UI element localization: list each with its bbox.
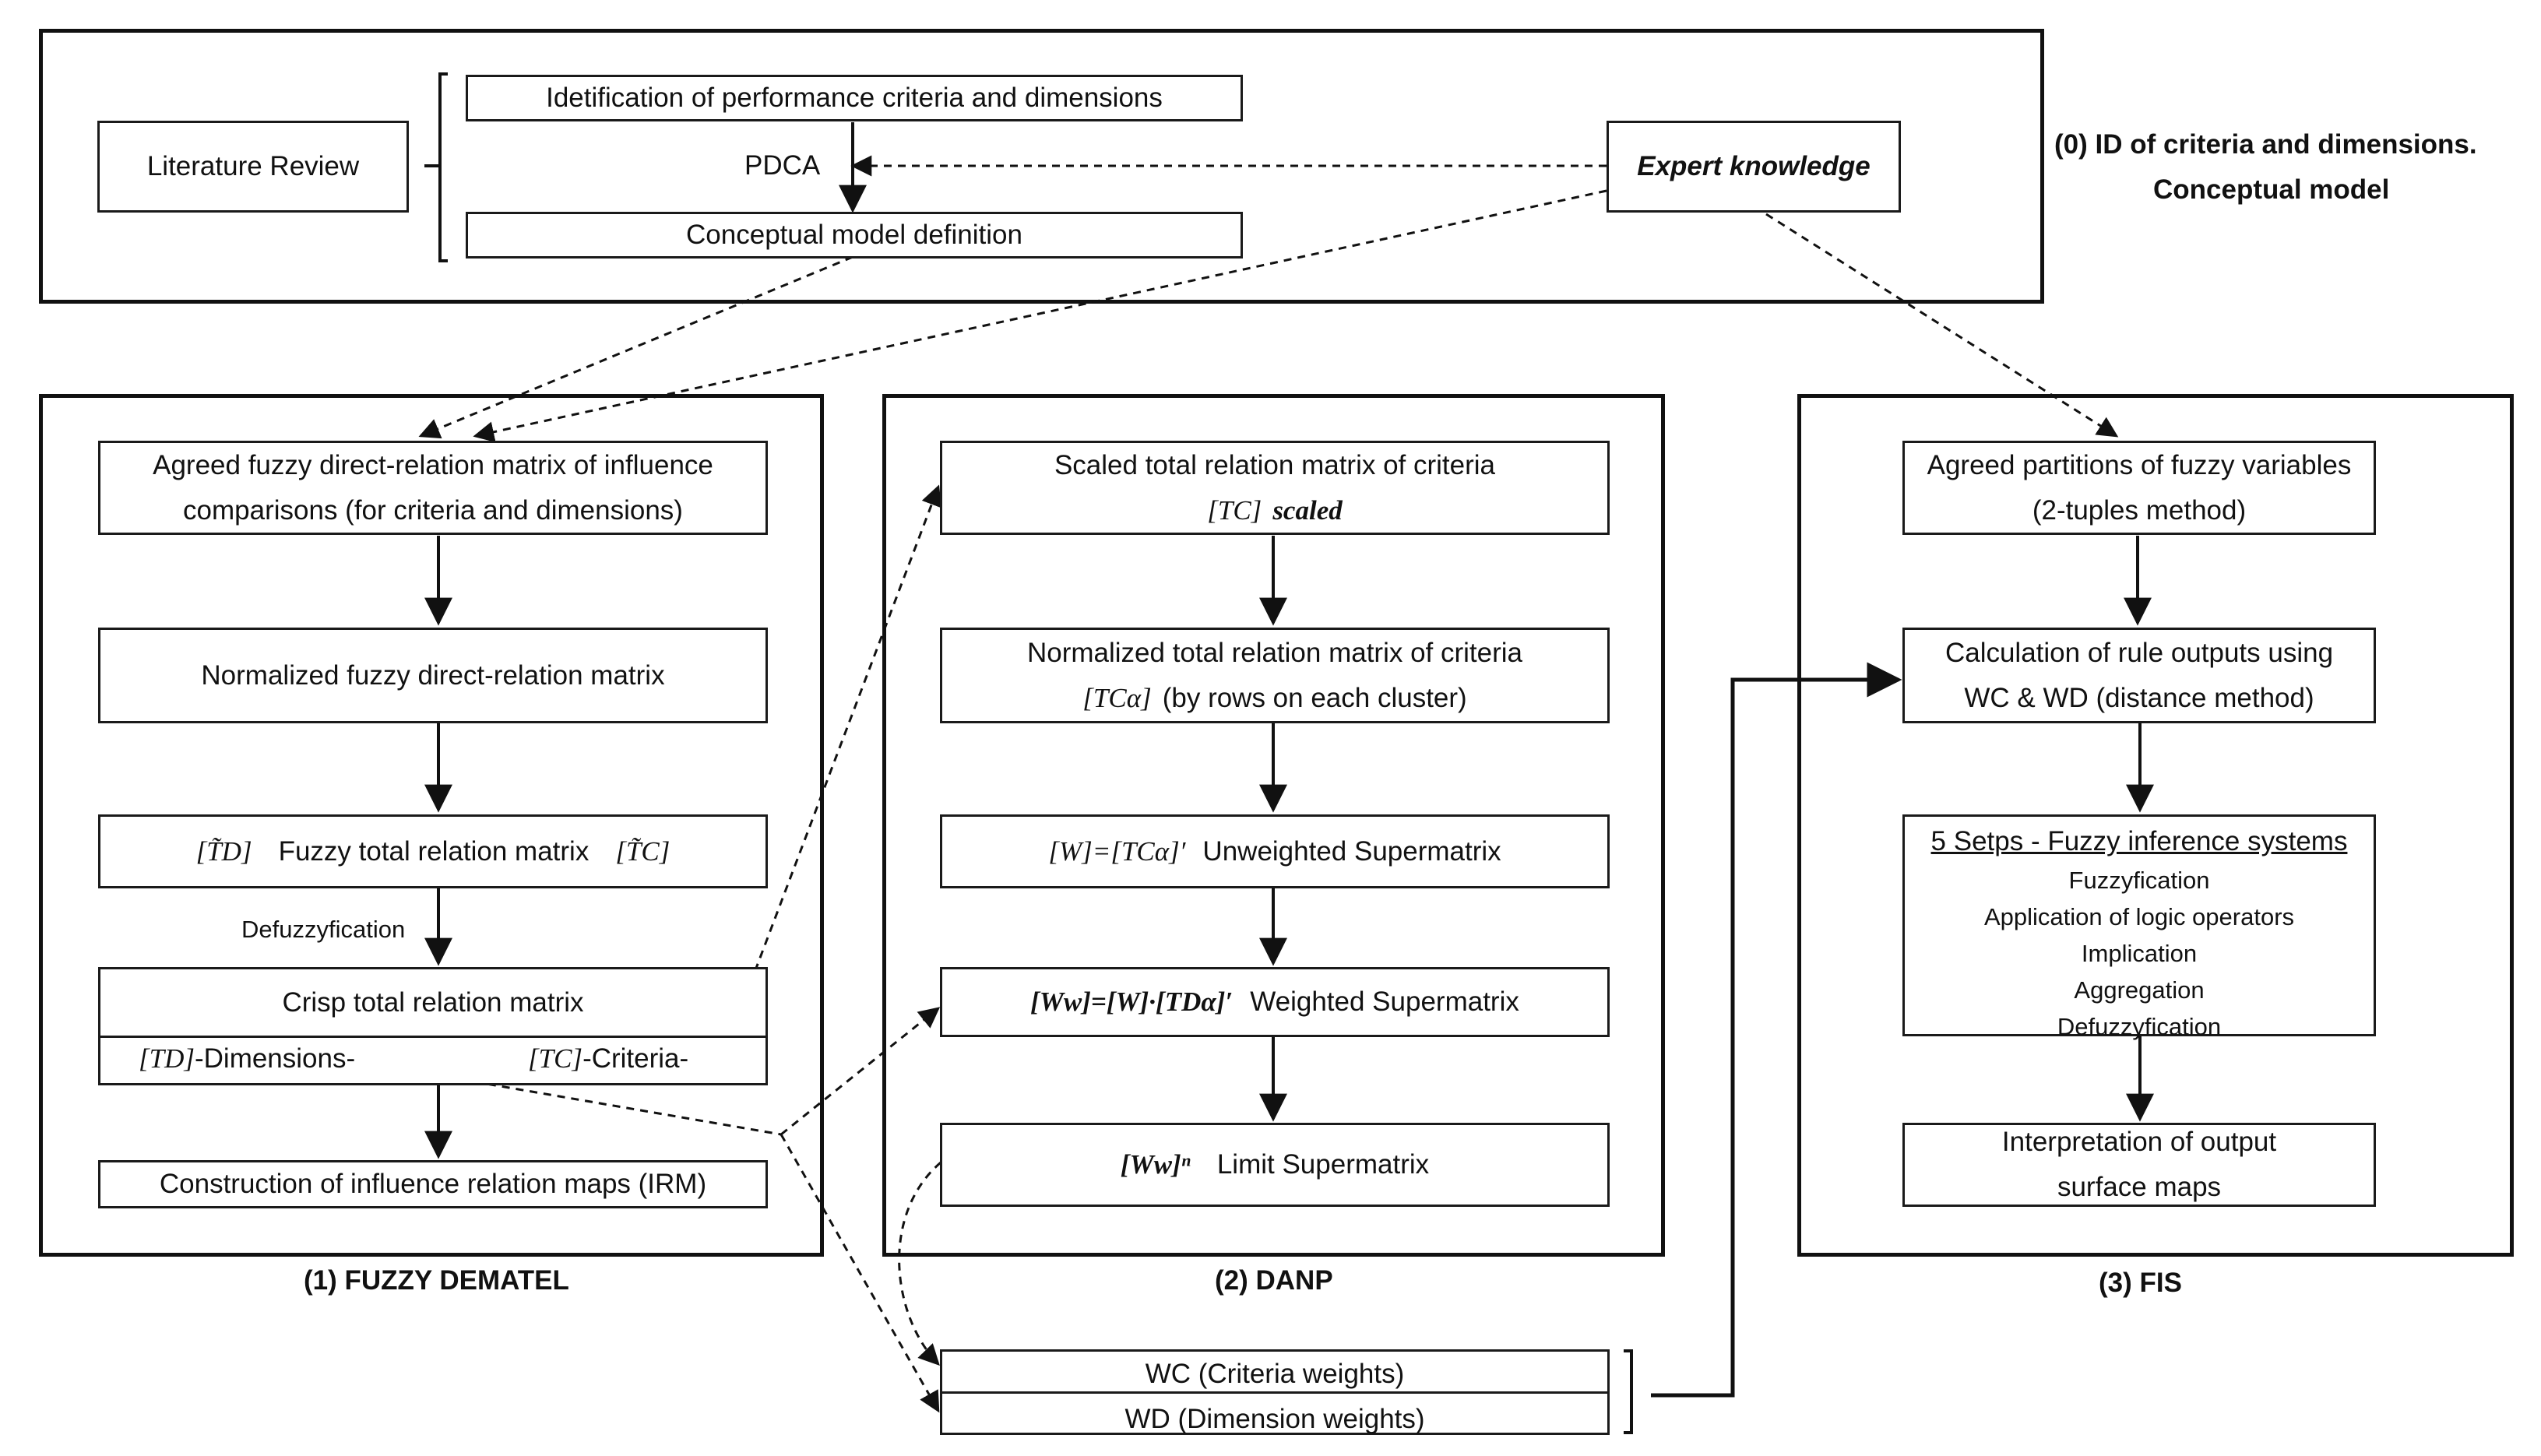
agreed-fuzzy-line2: comparisons (for criteria and dimensions… bbox=[183, 494, 683, 526]
limit-formula: [Ww]ⁿ bbox=[1120, 1149, 1191, 1180]
wd-label: WD (Dimension weights) bbox=[1124, 1404, 1425, 1434]
pdca-label: PDCA bbox=[744, 150, 821, 181]
weighted-box: [Ww]=[W]·[TDα]′ Weighted Supermatrix bbox=[940, 967, 1610, 1037]
identification-box: Idetification of performance criteria an… bbox=[466, 75, 1243, 121]
interpretation-line2: surface maps bbox=[2057, 1172, 2222, 1202]
normalized-total-symbol: [TCα] bbox=[1082, 682, 1152, 713]
arrow-tc-to-scaled bbox=[719, 484, 942, 1064]
tc-criteria-label: [TC]-Criteria- bbox=[528, 1043, 688, 1074]
fuzzy-total-td-symbol: [T̃D] bbox=[195, 835, 252, 867]
fis-steps-box: 5 Setps - Fuzzy inference systems Fuzzyf… bbox=[1902, 814, 2376, 1040]
stage0-caption-line1: (0) ID of criteria and dimensions. bbox=[2054, 129, 2477, 160]
scaled-total-symbol: [TC] bbox=[1207, 494, 1262, 526]
stage3-caption: (3) FIS bbox=[2099, 1268, 2182, 1298]
expert-knowledge-label: Expert knowledge bbox=[1637, 151, 1871, 181]
stage2-caption: (2) DANP bbox=[1215, 1265, 1333, 1296]
normalized-total-line1: Normalized total relation matrix of crit… bbox=[1026, 637, 1523, 668]
arrow-junction-to-wd bbox=[780, 1134, 940, 1413]
crisp-total-box: Crisp total relation matrix bbox=[98, 967, 768, 1085]
interpretation-box: Interpretation of output surface maps bbox=[1902, 1123, 2376, 1207]
conceptual-model-label: Conceptual model definition bbox=[686, 220, 1022, 250]
fis-step-4: Aggregation bbox=[2074, 976, 2205, 1004]
normalized-total-box: Normalized total relation matrix of crit… bbox=[940, 628, 1610, 723]
scaled-total-word: scaled bbox=[1272, 494, 1343, 526]
rule-outputs-line2: WC & WD (distance method) bbox=[1964, 682, 2314, 713]
fis-step-2: Application of logic operators bbox=[1983, 903, 2295, 930]
expert-knowledge-box: Expert knowledge bbox=[1607, 121, 1901, 213]
weights-bracket bbox=[1624, 1349, 1633, 1434]
arrow-expert-to-agreed bbox=[473, 189, 1607, 443]
scaled-total-line1: Scaled total relation matrix of criteria bbox=[1054, 449, 1496, 480]
agreed-partitions-line1: Agreed partitions of fuzzy variables bbox=[1927, 449, 2352, 480]
literature-review-box: Literature Review bbox=[97, 121, 409, 213]
fuzzy-total-label: Fuzzy total relation matrix bbox=[278, 835, 589, 867]
rule-outputs-box: Calculation of rule outputs using WC & W… bbox=[1902, 628, 2376, 723]
tc-symbol: [TC] bbox=[528, 1043, 583, 1074]
td-dimensions-label: [TD]-Dimensions- bbox=[139, 1043, 355, 1074]
agreed-partitions-box: Agreed partitions of fuzzy variables (2-… bbox=[1902, 441, 2376, 535]
unweighted-label: Unweighted Supermatrix bbox=[1202, 835, 1501, 867]
weights-divider bbox=[940, 1391, 1610, 1394]
td-text: -Dimensions- bbox=[194, 1043, 356, 1074]
stage1-frame bbox=[39, 394, 824, 1257]
stage3-frame bbox=[1797, 394, 2514, 1257]
arrow-limit-to-wc bbox=[898, 1161, 941, 1366]
weighted-formula: [Ww]=[W]·[TDα]′ bbox=[1030, 986, 1234, 1017]
scaled-total-box: Scaled total relation matrix of criteria… bbox=[940, 441, 1610, 535]
agreed-partitions-line2: (2-tuples method) bbox=[2032, 494, 2247, 526]
interpretation-line1: Interpretation of output bbox=[2001, 1127, 2277, 1157]
stage1-caption: (1) FUZZY DEMATEL bbox=[304, 1265, 569, 1296]
limit-box: [Ww]ⁿ Limit Supermatrix bbox=[940, 1123, 1610, 1207]
fis-step-3: Implication bbox=[2081, 940, 2198, 967]
unweighted-box: [W]=[TCα]′ Unweighted Supermatrix bbox=[940, 814, 1610, 888]
irm-label: Construction of influence relation maps … bbox=[159, 1169, 707, 1199]
agreed-fuzzy-line1: Agreed fuzzy direct-relation matrix of i… bbox=[153, 449, 713, 480]
arrow-td-to-junction bbox=[377, 1064, 782, 1136]
stage0-frame bbox=[39, 29, 2044, 304]
literature-review-label: Literature Review bbox=[146, 151, 360, 181]
arrow-weights-to-rule bbox=[1651, 662, 1902, 1398]
defuzzification-label: Defuzzyfication bbox=[241, 916, 406, 943]
stage2-frame bbox=[882, 394, 1665, 1257]
arrow-expert-to-partitions bbox=[1765, 213, 2119, 438]
arrow-concept-to-agreed bbox=[418, 255, 853, 439]
literature-bracket bbox=[438, 72, 448, 262]
agreed-fuzzy-matrix-box: Agreed fuzzy direct-relation matrix of i… bbox=[98, 441, 768, 535]
fuzzy-total-box: [T̃D] Fuzzy total relation matrix [T̃C] bbox=[98, 814, 768, 888]
rule-outputs-line1: Calculation of rule outputs using bbox=[1944, 637, 2334, 668]
limit-label: Limit Supermatrix bbox=[1216, 1149, 1430, 1180]
wc-label: WC (Criteria weights) bbox=[1145, 1359, 1405, 1389]
fis-step-1: Fuzzyfication bbox=[2068, 867, 2210, 894]
weighted-label: Weighted Supermatrix bbox=[1250, 986, 1519, 1017]
normalized-fuzzy-label: Normalized fuzzy direct-relation matrix bbox=[201, 659, 665, 691]
unweighted-formula: [W]=[TCα]′ bbox=[1048, 835, 1186, 867]
stage0-caption-line2: Conceptual model bbox=[2153, 174, 2390, 205]
identification-label: Idetification of performance criteria an… bbox=[546, 83, 1163, 113]
irm-box: Construction of influence relation maps … bbox=[98, 1160, 768, 1208]
arrow-junction-to-weighted bbox=[780, 1007, 941, 1136]
fis-step-5: Defuzzyfication bbox=[2057, 1013, 2222, 1040]
fuzzy-total-tc-symbol: [T̃C] bbox=[615, 835, 670, 867]
normalized-total-note: (by rows on each cluster) bbox=[1162, 682, 1467, 713]
crisp-divider bbox=[98, 1036, 768, 1038]
tc-text: -Criteria- bbox=[582, 1043, 689, 1074]
normalized-fuzzy-box: Normalized fuzzy direct-relation matrix bbox=[98, 628, 768, 723]
td-symbol: [TD] bbox=[139, 1043, 195, 1074]
conceptual-model-box: Conceptual model definition bbox=[466, 212, 1243, 258]
crisp-total-label: Crisp total relation matrix bbox=[282, 987, 584, 1018]
fis-steps-title: 5 Setps - Fuzzy inference systems bbox=[1930, 826, 2348, 856]
